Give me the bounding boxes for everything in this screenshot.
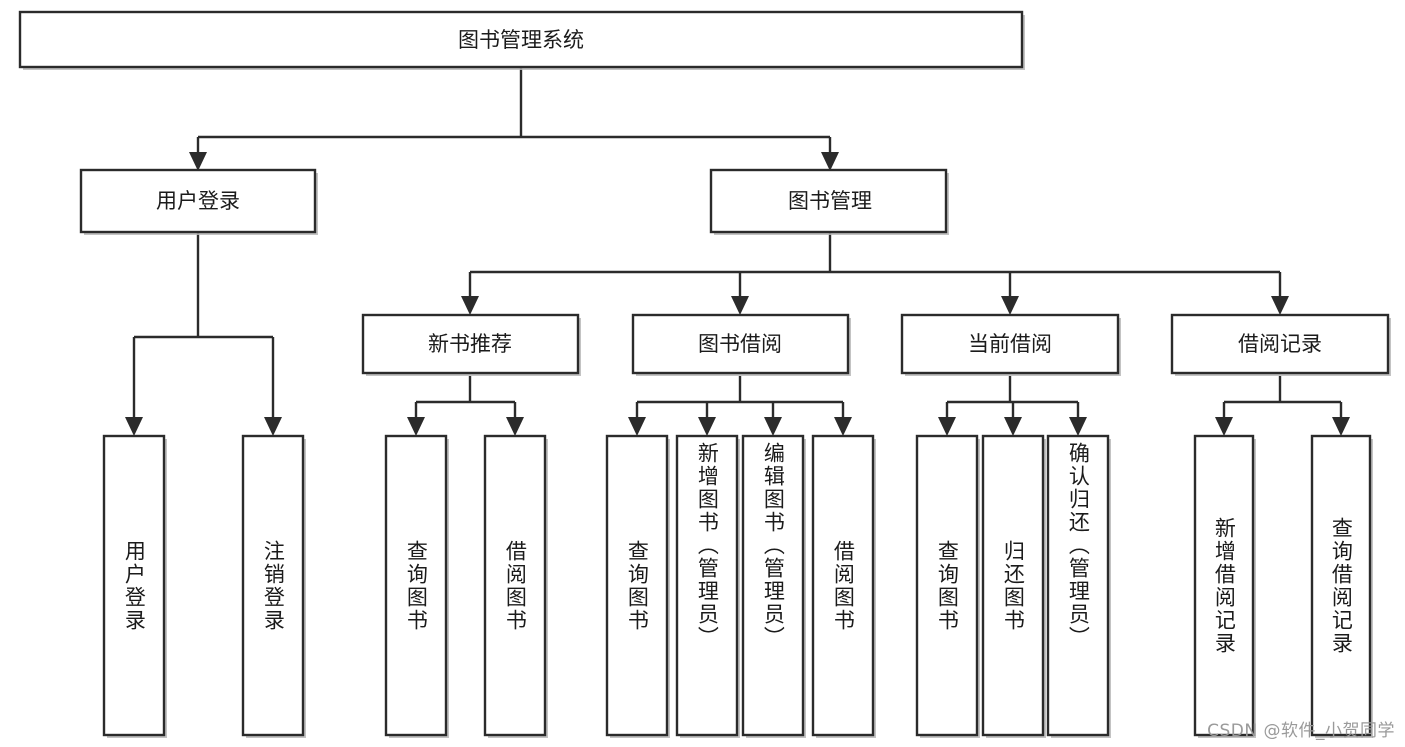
node-book-borrow-label: 图书借阅 xyxy=(698,332,782,356)
node-user-login-box xyxy=(79,168,317,234)
arrow-head-newbook-leaf-2 xyxy=(506,417,524,436)
leaf-box-5[interactable] xyxy=(675,434,739,737)
arrow-head-bookborrow-leaf-1 xyxy=(628,417,646,436)
leaf-box-0[interactable] xyxy=(102,434,166,737)
node-book-management-box xyxy=(709,168,948,234)
node-current-borrow[interactable]: 当前借阅 xyxy=(900,313,1121,376)
node-root-box xyxy=(18,10,1024,69)
leaf-box-12[interactable] xyxy=(1310,434,1372,737)
node-current-borrow-label: 当前借阅 xyxy=(968,332,1052,356)
node-new-book-recommend-box xyxy=(361,313,580,375)
leaf-box-6[interactable] xyxy=(741,434,805,737)
arrow-head-leaf-logout xyxy=(264,417,282,436)
leaf-box-4[interactable] xyxy=(605,434,669,737)
leaf-box-2[interactable] xyxy=(384,434,448,737)
leaf-box-10[interactable] xyxy=(1046,434,1110,737)
arrow-head-current-borrow xyxy=(1001,296,1019,315)
node-book-borrow[interactable]: 图书借阅 xyxy=(631,313,851,376)
arrow-head-new-book-rec xyxy=(461,296,479,315)
arrow-head-user-login xyxy=(189,152,207,171)
node-root-label: 图书管理系统 xyxy=(458,28,584,52)
arrow-head-currentborrow-leaf-1 xyxy=(938,417,956,436)
arrow-head-currentborrow-leaf-3 xyxy=(1069,417,1087,436)
node-user-login-label: 用户登录 xyxy=(156,189,240,213)
arrow-head-newbook-leaf-1 xyxy=(407,417,425,436)
arrow-head-borrow-record xyxy=(1271,296,1289,315)
leaf-boxes-group xyxy=(102,434,1373,738)
node-book-borrow-box xyxy=(631,313,850,375)
node-new-book-recommend-label: 新书推荐 xyxy=(428,332,512,356)
watermark-text: CSDN @软件_小贺同学 xyxy=(1207,721,1395,741)
node-borrow-record[interactable]: 借阅记录 xyxy=(1170,313,1391,376)
leaf-box-7[interactable] xyxy=(811,434,875,737)
leaf-box-11[interactable] xyxy=(1193,434,1255,737)
arrow-head-leaf-user-login xyxy=(125,417,143,436)
node-borrow-record-label: 借阅记录 xyxy=(1238,332,1322,356)
arrow-head-currentborrow-leaf-2 xyxy=(1004,417,1022,436)
node-book-management-label: 图书管理 xyxy=(788,189,872,213)
node-borrow-record-box xyxy=(1170,313,1390,375)
arrow-head-bookborrow-leaf-4 xyxy=(834,417,852,436)
leaf-box-9[interactable] xyxy=(981,434,1045,737)
node-user-login[interactable]: 用户登录 xyxy=(79,168,318,235)
arrow-head-bookborrow-leaf-2 xyxy=(698,417,716,436)
node-new-book-recommend[interactable]: 新书推荐 xyxy=(361,313,581,376)
arrow-head-borrowrecord-leaf-1 xyxy=(1215,417,1233,436)
arrow-head-borrowrecord-leaf-2 xyxy=(1332,417,1350,436)
leaf-box-8[interactable] xyxy=(915,434,979,737)
arrow-head-bookborrow-leaf-3 xyxy=(764,417,782,436)
connectors-group xyxy=(125,68,1350,436)
node-current-borrow-box xyxy=(900,313,1120,375)
leaf-box-3[interactable] xyxy=(483,434,547,737)
node-root[interactable]: 图书管理系统 xyxy=(18,10,1025,70)
node-book-management[interactable]: 图书管理 xyxy=(709,168,949,235)
leaf-box-1[interactable] xyxy=(241,434,305,737)
arrow-head-book-mgmt xyxy=(821,152,839,171)
arrow-head-book-borrow xyxy=(731,296,749,315)
